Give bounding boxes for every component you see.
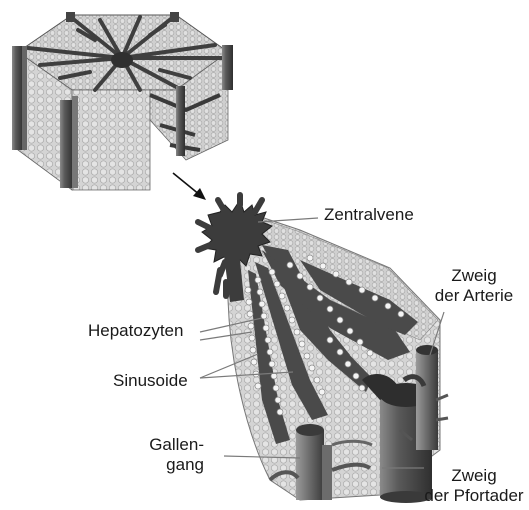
label-sinusoids: Sinusoide xyxy=(113,371,188,391)
label-artery-line-1: Zweig xyxy=(420,266,528,286)
label-bile-duct-line-1: Gallen- xyxy=(118,435,204,455)
label-portal-vein-branch: Zweig der Pfortader xyxy=(420,466,528,506)
small-lobule xyxy=(12,12,233,190)
label-portal-line-1: Zweig xyxy=(420,466,528,486)
label-portal-line-2: der Pfortader xyxy=(420,486,528,506)
label-hepatocytes: Hepatozyten xyxy=(88,321,183,341)
label-hepatocytes-text: Hepatozyten xyxy=(88,321,183,341)
label-artery-line-2: der Arterie xyxy=(420,286,528,306)
label-central-vein: Zentralvene xyxy=(324,205,414,225)
label-bile-duct-line-2: gang xyxy=(118,455,204,475)
lobule-front-face xyxy=(72,90,150,190)
zoom-arrow xyxy=(173,173,206,200)
label-sinusoids-text: Sinusoide xyxy=(113,371,188,391)
lobule-central-vein xyxy=(111,52,133,68)
label-central-vein-text: Zentralvene xyxy=(324,205,414,225)
label-artery-branch: Zweig der Arterie xyxy=(420,266,528,306)
label-bile-duct: Gallen- gang xyxy=(118,435,204,475)
